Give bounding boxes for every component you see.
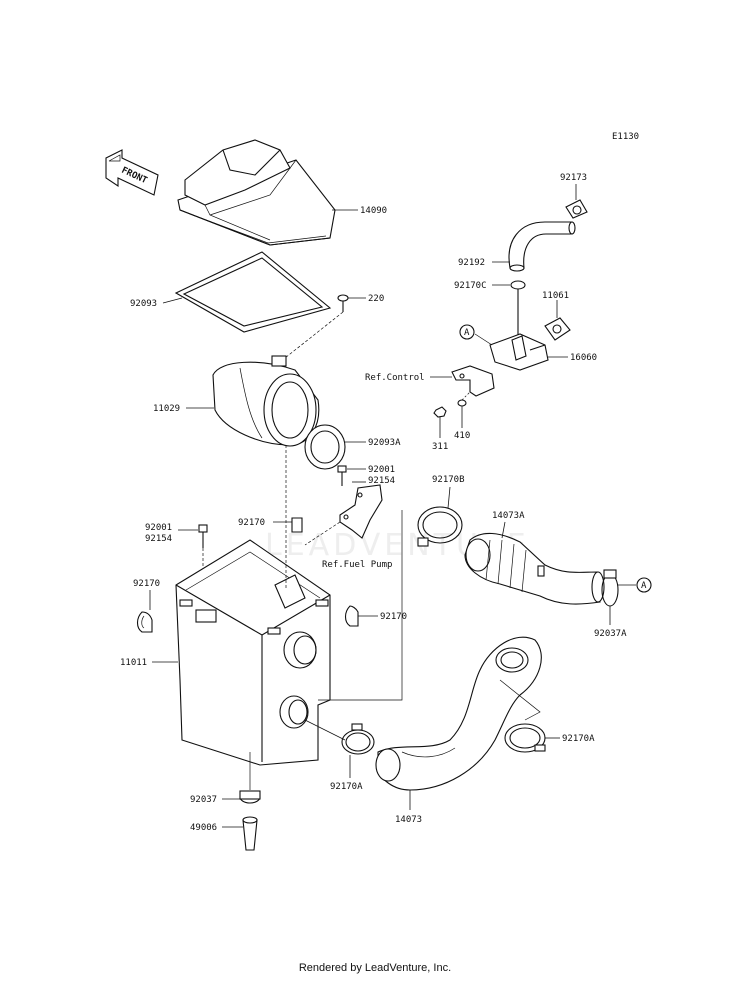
part-92093: 92093 <box>130 299 157 309</box>
air-cleaner-cover <box>177 139 336 246</box>
part-92037A: 92037A <box>594 629 627 639</box>
ref-fuel-pump: Ref.Fuel Pump <box>322 560 392 570</box>
fuel-pump-bracket <box>339 484 383 539</box>
part-92173: 92173 <box>560 173 587 183</box>
part-311: 311 <box>432 442 448 452</box>
part-14073: 14073 <box>395 815 422 825</box>
clamp-92170C <box>510 280 526 338</box>
nut-311 <box>433 406 447 418</box>
part-16060: 16060 <box>570 353 597 363</box>
bolt-92001-right <box>337 465 347 486</box>
diagram-code: E1130 <box>612 132 639 142</box>
gasket-92093 <box>174 251 332 333</box>
marker-a-lower: A <box>636 577 652 593</box>
part-92093A: 92093A <box>368 438 401 448</box>
clip-92173 <box>565 199 588 219</box>
part-92001-left: 92001 <box>145 523 172 533</box>
part-92001-right: 92001 <box>368 465 395 475</box>
clip-92170-center <box>291 517 303 533</box>
washer-410 <box>457 399 467 407</box>
control-bracket <box>451 365 495 397</box>
part-410: 410 <box>454 431 470 441</box>
part-92170-left: 92170 <box>133 579 160 589</box>
part-49006: 49006 <box>190 823 217 833</box>
part-92037: 92037 <box>190 795 217 805</box>
part-92154-right: 92154 <box>368 476 395 486</box>
part-92154-left: 92154 <box>145 534 172 544</box>
part-92170A-left: 92170A <box>330 782 363 792</box>
air-filter-element <box>212 355 320 447</box>
clamp-92170A-left <box>341 723 375 755</box>
part-92170-center: 92170 <box>238 518 265 528</box>
breather-hose-92192 <box>508 221 576 272</box>
bolt-92001-left <box>198 524 208 548</box>
part-14090: 14090 <box>360 206 387 216</box>
drain-tube-49006 <box>242 816 258 851</box>
screw-220 <box>337 294 349 312</box>
ref-control: Ref.Control <box>365 373 425 383</box>
part-11029: 11029 <box>153 404 180 414</box>
part-11061: 11061 <box>542 291 569 301</box>
clip-92170-right <box>344 605 359 627</box>
gasket-11061 <box>544 317 571 341</box>
breather-housing-16060 <box>489 333 549 371</box>
part-220: 220 <box>368 294 384 304</box>
intake-duct-14073 <box>375 636 542 791</box>
part-92170B: 92170B <box>432 475 465 485</box>
part-92170C: 92170C <box>454 281 487 291</box>
part-14073A: 14073A <box>492 511 525 521</box>
clamp-92037 <box>239 790 261 804</box>
intake-duct-14073A <box>464 532 605 605</box>
part-92170A-right: 92170A <box>562 734 595 744</box>
part-92170-right: 92170 <box>380 612 407 622</box>
clamp-92170A-right <box>504 723 546 753</box>
clamp-92170B <box>417 506 463 547</box>
air-cleaner-case <box>175 539 331 770</box>
front-arrow-icon: FRONT <box>105 149 159 196</box>
part-11011: 11011 <box>120 658 147 668</box>
seal-ring-92093A <box>304 424 346 470</box>
clip-92170-left <box>136 611 153 633</box>
part-92192: 92192 <box>458 258 485 268</box>
marker-a-upper: A <box>459 324 475 340</box>
svg-text:A: A <box>464 328 470 338</box>
svg-text:A: A <box>641 581 647 591</box>
footer-credit: Rendered by LeadVenture, Inc. <box>298 962 452 974</box>
